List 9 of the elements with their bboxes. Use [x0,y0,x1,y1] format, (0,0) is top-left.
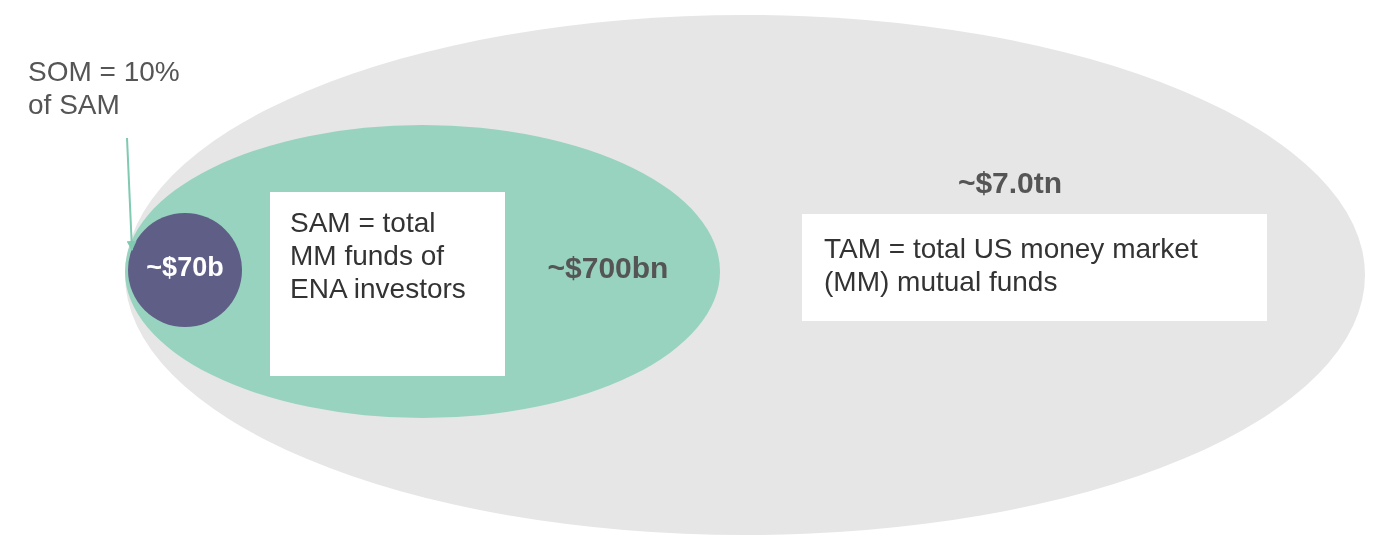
text-panel [802,214,1267,321]
value-label: ~$7.0tn [956,165,1064,201]
text-panel [270,192,505,376]
description-text: SAM = total MM funds of ENA investors [290,206,467,306]
arrow [126,137,137,251]
description-text: TAM = total US money market (MM) mutual funds [824,232,1199,299]
annotation-text: SOM = 10% of SAM [28,55,181,122]
value-label: ~$700bn [546,250,670,286]
value-label: ~$70b [145,252,225,284]
